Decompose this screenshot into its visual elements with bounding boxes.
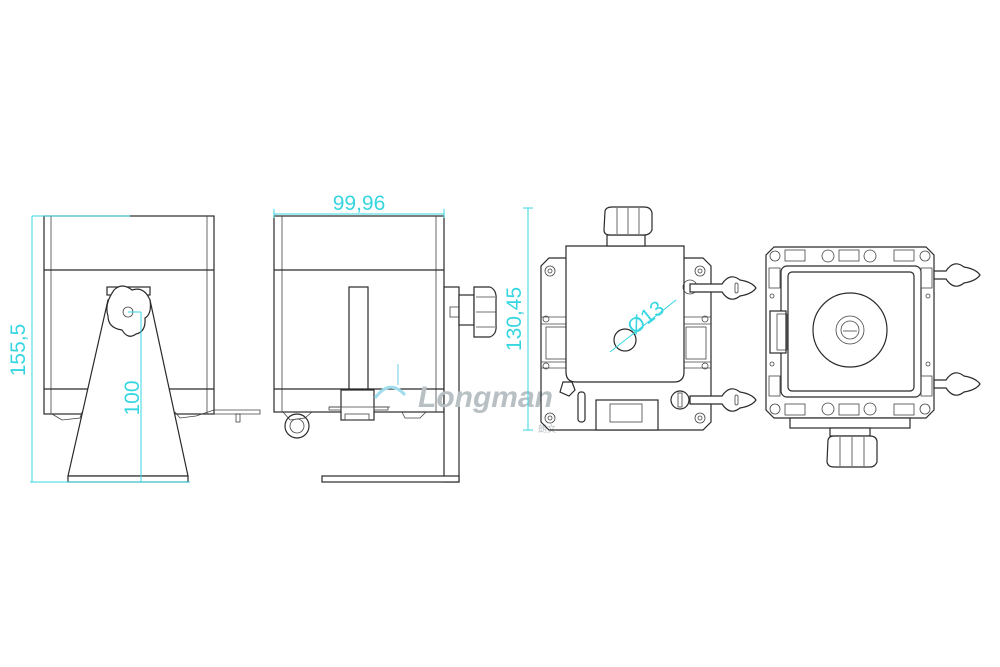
key-icon [933, 263, 981, 396]
key-icon [689, 276, 757, 412]
dim-pivot-height: 100 [121, 380, 144, 415]
watermark-logo: Longman 朗文 [373, 364, 556, 434]
front-view-with-stand [43, 215, 261, 483]
safety-ring [284, 413, 310, 439]
rear-view [540, 206, 757, 431]
dim-total-height: 155,5 [7, 324, 30, 377]
dim-plate-height: 130,45 [503, 287, 526, 351]
mount-hole [613, 328, 637, 352]
side-view-with-bracket [273, 215, 497, 483]
knob-icon [106, 285, 152, 337]
front-lens-view [765, 246, 981, 468]
lens [812, 292, 888, 368]
watermark-brand: Longman [418, 381, 553, 414]
dim-width: 99,96 [333, 192, 386, 215]
